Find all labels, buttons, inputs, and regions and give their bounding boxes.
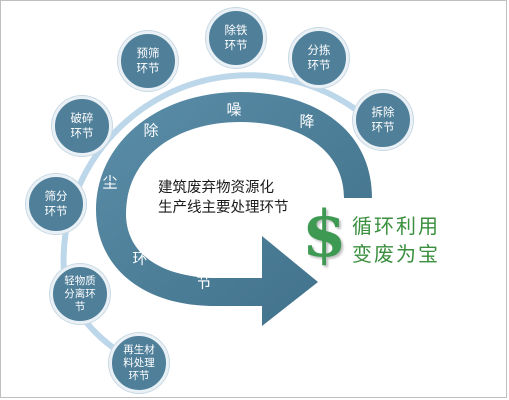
center-title: 建筑废弃物资源化 生产线主要处理环节 <box>158 178 323 218</box>
center-title-line-1: 建筑废弃物资源化 <box>158 180 274 196</box>
arrow-char-chen: 尘 <box>102 173 118 192</box>
arrow-char-chu: 除 <box>143 121 159 140</box>
slogan-line-1: 循环利用 <box>352 214 440 238</box>
node-fenjian: 分拣 环节 <box>289 28 349 88</box>
arrow-char-jiang: 降 <box>299 112 315 131</box>
arrow-char-jie: 节 <box>196 273 212 292</box>
node-chaichu: 拆除 环节 <box>353 90 413 150</box>
node-zaisheng: 再生材 料处理 环节 <box>109 333 169 393</box>
node-yushai: 预筛 环节 <box>118 31 178 91</box>
curved-arrow-body <box>96 92 372 326</box>
slogan: 循环利用 变废为宝 <box>352 212 440 268</box>
arrow-char-huan: 环 <box>132 249 148 268</box>
center-title-line-2: 生产线主要处理环节 <box>158 200 289 216</box>
node-chuxie: 除铁 环节 <box>206 8 266 68</box>
arrow-char-zao: 噪 <box>226 100 242 119</box>
node-posui: 破碎 环节 <box>52 96 112 156</box>
node-shaifen: 筛分 环节 <box>26 174 86 234</box>
slogan-line-2: 变废为宝 <box>352 242 440 266</box>
node-qingwuzhi: 轻物质 分离环 节 <box>50 264 110 324</box>
dollar-icon: $ <box>302 197 347 272</box>
